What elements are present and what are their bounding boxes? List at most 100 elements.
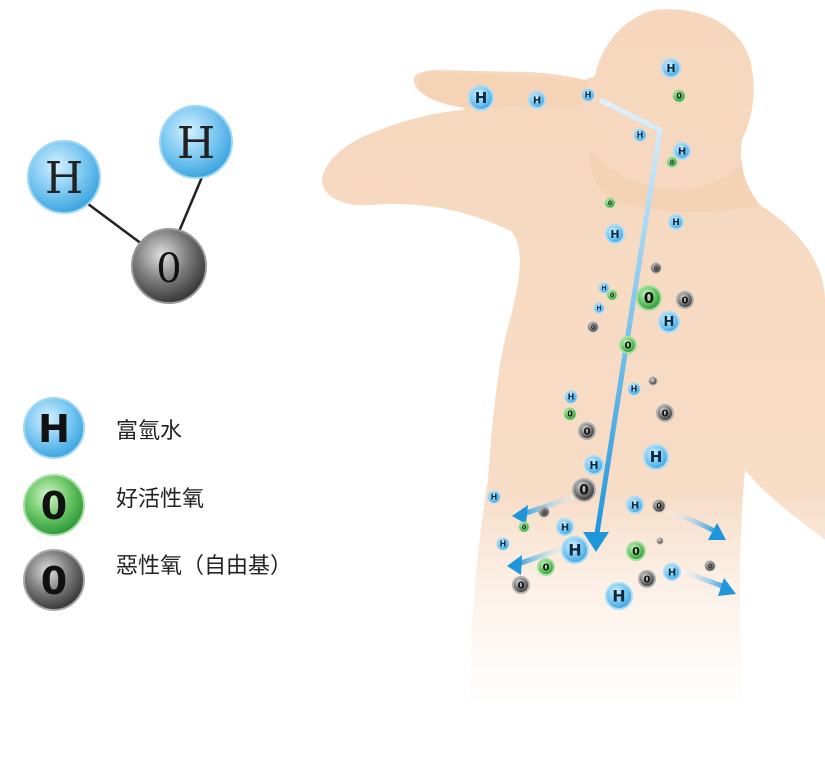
hydrogen-particle-label: H	[672, 218, 680, 228]
good-oxygen-particle-label: 0	[670, 159, 674, 166]
bad-oxygen-particle-label: 0	[518, 580, 525, 591]
hydrogen-particle: H	[528, 91, 546, 109]
hydrogen-particle: H	[581, 88, 595, 102]
bond-left	[79, 196, 151, 252]
hydrogen-particle: H	[556, 518, 574, 536]
good-oxygen-particle: 0	[606, 289, 618, 301]
good-oxygen-particle: 0	[619, 336, 637, 354]
legend-item-hydrogen-water: H 富氫水	[23, 397, 182, 459]
hydrogen-particle-label: H	[533, 95, 541, 106]
bad-oxygen-particle: 0	[587, 321, 599, 333]
hydrogen-particle: H	[668, 214, 684, 230]
hydrogen-particle: H	[487, 490, 501, 504]
good-oxygen-particle: 0	[666, 156, 678, 168]
good-oxygen-particle: 0	[626, 541, 646, 561]
good-oxygen-particle-label: 0	[632, 545, 640, 558]
legend-symbol-good-o: 0	[41, 484, 67, 528]
legend-item-bad-oxygen: 0 惡性氧（自由基）	[23, 549, 292, 611]
bad-oxygen-particle: 0	[638, 570, 656, 588]
good-oxygen-particle-label: 0	[625, 340, 632, 351]
hydrogen-particle: H	[658, 311, 680, 333]
legend: H 富氫水 0 好活性氧 0 惡性氧（自由基）	[23, 397, 292, 611]
hydrogen-particle: H	[673, 142, 691, 160]
water-molecule: H H 0	[27, 105, 233, 304]
hydrogen-particle: H	[633, 128, 647, 142]
bad-oxygen-particle-label: 0	[656, 502, 662, 511]
bad-oxygen-particle-label: 0	[542, 509, 546, 516]
bad-oxygen-particle-label: 0	[654, 265, 658, 272]
bad-oxygen-particle: 0	[512, 576, 530, 594]
hydrogen-particle-label: H	[596, 305, 601, 312]
legend-symbol-bad-o: 0	[41, 559, 67, 603]
molecule-o-label: 0	[156, 246, 181, 292]
good-oxygen-particle: 0	[518, 521, 530, 533]
hydrogen-particle-label: H	[475, 89, 488, 107]
legend-label-hydrogen-water: 富氫水	[116, 419, 182, 444]
molecule-hydrogen-right: H	[159, 105, 233, 179]
hydrogen-particle-label: H	[612, 586, 625, 605]
side-arrow-right-lower	[679, 567, 736, 596]
good-oxygen-particle-label: 0	[610, 292, 614, 299]
hydrogen-particle: H	[605, 224, 625, 244]
hydrogen-particle-label: H	[631, 385, 638, 394]
molecule-h-right-label: H	[177, 118, 215, 169]
hydrogen-particle-label: H	[666, 62, 675, 75]
bad-oxygen-particle: 0	[538, 506, 550, 518]
bad-oxygen-particle-label: 0	[682, 295, 689, 306]
hydrogen-particle: H	[593, 302, 605, 314]
hydrogen-particle: H	[564, 390, 578, 404]
side-arrow-right-upper	[667, 509, 726, 540]
hydrogen-particle: H	[627, 382, 641, 396]
molecule-hydrogen-left: H	[27, 140, 101, 214]
hydrogen-particle-label: H	[601, 285, 606, 292]
hydrogen-particle-label: H	[664, 315, 675, 330]
hydrogen-particle: H	[496, 537, 510, 551]
bad-oxygen-particle: 0	[656, 404, 674, 422]
hydrogen-particle-label: H	[568, 393, 575, 402]
hydrogen-particle: H	[626, 496, 644, 514]
bad-oxygen-particle-label: 0	[591, 324, 595, 331]
bad-oxygen-particle-label: 0	[644, 574, 651, 585]
hydrogen-particle-label: H	[631, 500, 639, 511]
good-oxygen-particle-label: 0	[567, 410, 573, 419]
hydrogen-particle: H	[605, 582, 633, 610]
hydrogen-particle: H	[598, 282, 610, 294]
bad-oxygen-particle: 0	[652, 499, 666, 513]
bad-oxygen-particle: 0	[704, 560, 716, 572]
hydrogen-particle-label: H	[668, 567, 676, 578]
hydrogen-particle-label: H	[678, 146, 686, 157]
bad-oxygen-particle	[648, 376, 658, 386]
good-oxygen-particle-label: 0	[676, 92, 682, 101]
molecule-oxygen: 0	[131, 228, 207, 304]
bond-right	[176, 169, 207, 235]
hydrogen-particle: H	[468, 85, 494, 111]
bad-oxygen-particle	[656, 537, 664, 545]
hydrogen-particle: H	[663, 563, 681, 581]
bad-oxygen-particle: 0	[572, 478, 596, 502]
bad-oxygen-particle-label: 0	[708, 563, 712, 570]
hydrogen-particle: H	[561, 536, 589, 564]
hydrogen-particle-label: H	[637, 131, 644, 140]
hydrogen-particle-label: H	[568, 540, 581, 559]
legend-label-good-oxygen: 好活性氧	[116, 487, 204, 512]
good-oxygen-particle: 0	[604, 197, 616, 209]
hydrogen-particle: H	[643, 444, 669, 470]
good-oxygen-particle: 0	[636, 285, 662, 311]
good-oxygen-particle: 0	[563, 407, 577, 421]
hydrogen-particle-label: H	[500, 540, 507, 549]
legend-item-good-oxygen: 0 好活性氧	[23, 474, 204, 536]
hydrogen-particle-label: H	[585, 91, 592, 100]
molecule-h-left-label: H	[45, 153, 83, 204]
bad-oxygen-particle: 0	[578, 422, 596, 440]
good-oxygen-particle-label: 0	[543, 562, 550, 573]
good-oxygen-particle-label: 0	[644, 289, 654, 307]
legend-label-bad-oxygen: 惡性氧（自由基）	[116, 554, 292, 579]
body-silhouette	[322, 9, 825, 701]
hydrogen-particle-label: H	[491, 493, 498, 502]
bad-oxygen-particle-label: 0	[662, 408, 669, 419]
good-oxygen-particle: 0	[672, 89, 686, 103]
hydrogen-particle: H	[661, 58, 681, 78]
hydrogen-particle: H	[584, 455, 604, 475]
